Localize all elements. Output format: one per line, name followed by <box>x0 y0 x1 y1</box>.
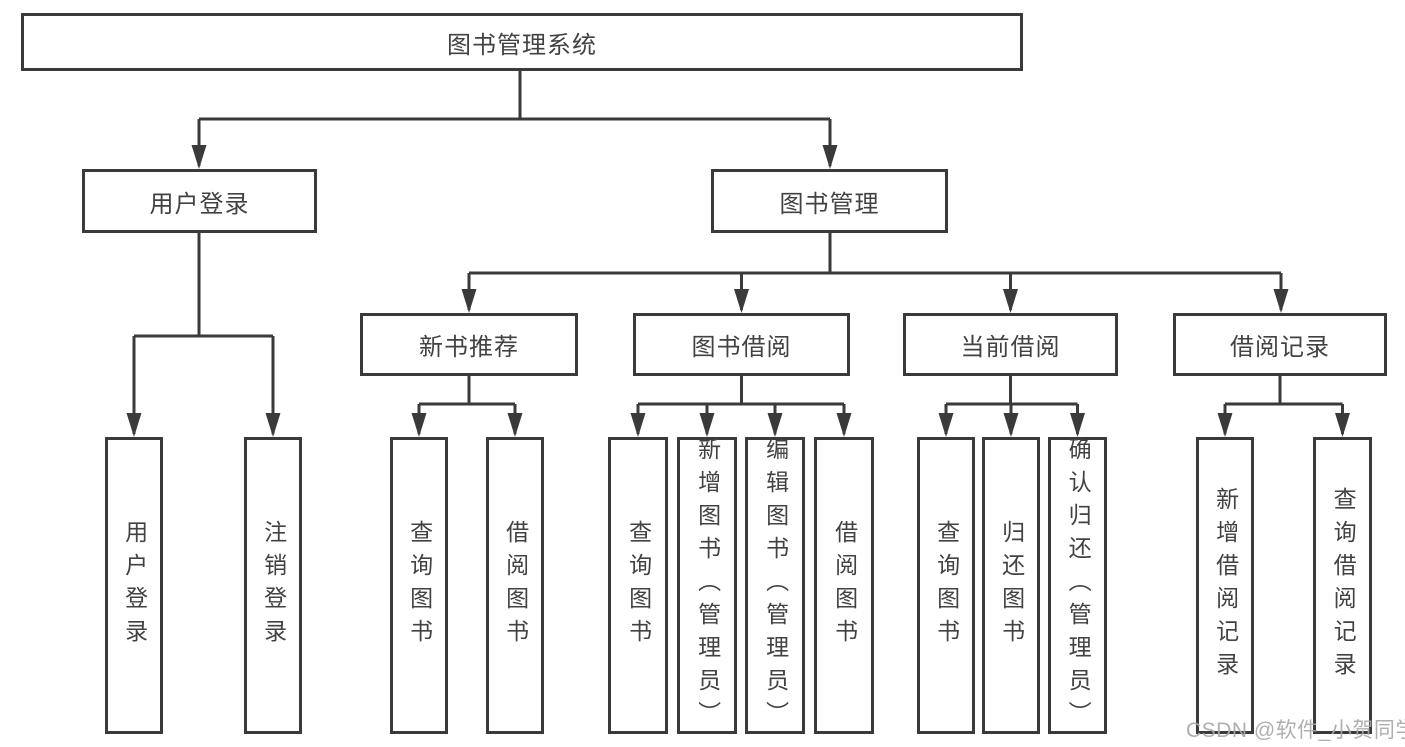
leaf-query-borrow-record: 查询借阅记录 <box>1313 437 1372 734</box>
leaf-confirm-return-admin: 确认归还（管理员） <box>1048 437 1107 734</box>
leaf-label: 查询图书 <box>406 519 433 652</box>
leaf-edit-book-admin: 编辑图书（管理员） <box>745 437 805 734</box>
leaf-label: 新增图书（管理员） <box>694 437 721 734</box>
leaf-label: 归还图书 <box>998 519 1025 652</box>
node-library-management-system: 图书管理系统 <box>21 13 1023 71</box>
leaf-label: 新增借阅记录 <box>1212 486 1239 685</box>
leaf-query-books-recommend: 查询图书 <box>390 437 448 734</box>
leaf-borrow-books-borrowing: 借阅图书 <box>814 437 874 734</box>
node-label: 图书管理系统 <box>447 31 597 59</box>
node-label: 新书推荐 <box>419 334 519 361</box>
arrowheads <box>126 145 1350 437</box>
leaf-label: 查询图书 <box>625 519 652 652</box>
node-book-management: 图书管理 <box>711 169 948 233</box>
leaf-query-books-current: 查询图书 <box>917 437 975 734</box>
node-user-login: 用户登录 <box>82 169 317 233</box>
leaf-return-books: 归还图书 <box>982 437 1040 734</box>
node-current-borrowing: 当前借阅 <box>903 313 1118 376</box>
watermark: CSDN @软件_小贺同学 <box>1186 719 1405 742</box>
node-borrowing-records: 借阅记录 <box>1173 313 1387 376</box>
leaf-label: 查询借阅记录 <box>1330 486 1357 685</box>
leaf-label: 借阅图书 <box>831 519 858 652</box>
leaf-add-book-admin: 新增图书（管理员） <box>677 437 737 734</box>
leaf-label: 编辑图书（管理员） <box>762 437 789 734</box>
leaf-label: 用户登录 <box>121 519 148 652</box>
node-label: 当前借阅 <box>960 334 1061 361</box>
leaf-borrow-books-recommend: 借阅图书 <box>486 437 544 734</box>
leaf-add-borrow-record: 新增借阅记录 <box>1196 437 1254 734</box>
leaf-label: 借阅图书 <box>502 519 529 652</box>
leaf-label: 注销登录 <box>260 519 287 652</box>
node-book-borrowing: 图书借阅 <box>633 313 850 376</box>
leaf-logout: 注销登录 <box>244 437 302 734</box>
node-label: 借阅记录 <box>1230 334 1330 361</box>
leaf-label: 查询图书 <box>933 519 960 652</box>
node-label: 用户登录 <box>149 190 250 218</box>
leaf-user-login: 用户登录 <box>105 437 163 734</box>
node-new-book-recommend: 新书推荐 <box>360 313 578 376</box>
node-label: 图书管理 <box>779 190 880 218</box>
leaf-label: 确认归还（管理员） <box>1065 437 1092 734</box>
node-label: 图书借阅 <box>691 334 792 361</box>
leaf-query-books-borrowing: 查询图书 <box>608 437 668 734</box>
